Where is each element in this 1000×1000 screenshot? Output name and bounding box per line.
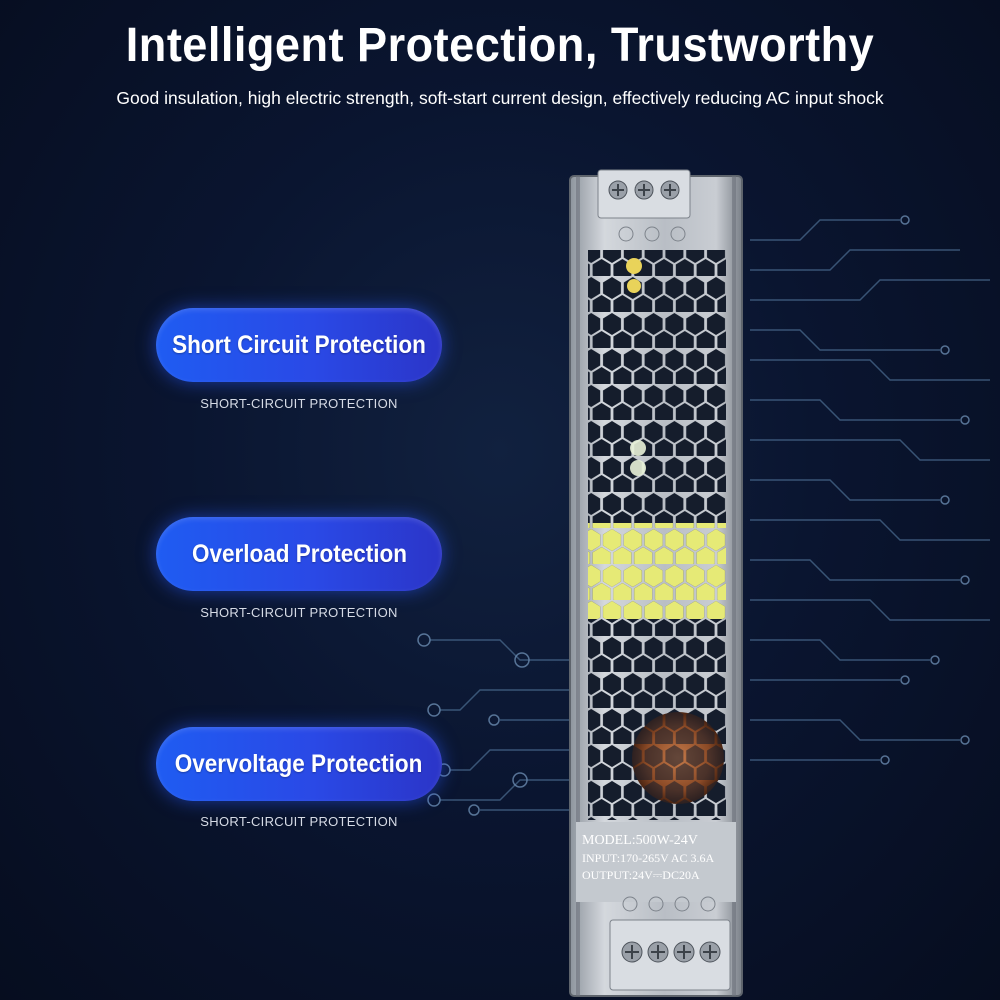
feature-overvoltage-badge: Overvoltage Protection [156,727,442,801]
page-subtitle: Good insulation, high electric strength,… [116,88,884,108]
feature-caption: SHORT-CIRCUIT PROTECTION [200,396,398,411]
feature-caption: SHORT-CIRCUIT PROTECTION [200,814,398,829]
power-supply-image: MODEL:500W-24V INPUT:170-265V AC 3.6A OU… [569,169,743,997]
feature-label: Overload Protection [191,539,407,568]
page-title: Intelligent Protection, Trustworthy [125,19,875,72]
feature-label: Short Circuit Protection [172,330,426,359]
model-label: MODEL:500W-24V [582,833,698,848]
output-label: OUTPUT:24V⎓DC20A [582,868,700,882]
input-label: INPUT:170-265V AC 3.6A [582,851,715,865]
feature-caption: SHORT-CIRCUIT PROTECTION [200,605,398,620]
feature-overload-badge: Overload Protection [156,517,442,591]
terminal-screw-icon [608,180,680,200]
feature-label: Overvoltage Protection [175,749,423,778]
feature-short-circuit-badge: Short Circuit Protection [156,308,442,382]
